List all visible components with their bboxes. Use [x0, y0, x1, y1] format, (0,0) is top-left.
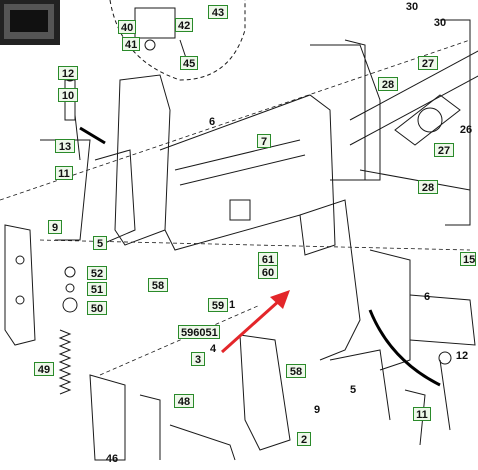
- callout-label: 12: [455, 350, 469, 362]
- callout-label: 46: [105, 453, 119, 465]
- callout-label: 43: [208, 5, 228, 19]
- callout-label: 26: [459, 124, 473, 136]
- callout-label: 12: [58, 66, 78, 80]
- callout-label: 49: [34, 362, 54, 376]
- callout-label: 9: [313, 404, 321, 416]
- red-arrow: [220, 290, 290, 354]
- callout-label: 3: [191, 352, 205, 366]
- callout-label: 6: [208, 116, 216, 128]
- spring: [58, 329, 72, 395]
- callout-label: 30: [405, 1, 419, 13]
- callout-label: 28: [378, 77, 398, 91]
- callout-label: 48: [174, 394, 194, 408]
- callout-label: 60: [258, 265, 278, 279]
- callout-label: 13: [55, 139, 75, 153]
- callout-label: 58: [286, 364, 306, 378]
- main-frame: [40, 19, 478, 421]
- callout-label: 1: [228, 299, 236, 311]
- callout-label: 9: [48, 220, 62, 234]
- callout-label: 61: [258, 252, 278, 266]
- black-stroke: [79, 126, 106, 145]
- callout-label: 52: [87, 266, 107, 280]
- callout-label: 28: [418, 180, 438, 194]
- callout-label: 58: [148, 278, 168, 292]
- callout-label: 6: [423, 291, 431, 303]
- callout-label: 7: [257, 134, 271, 148]
- bottom-plates: [89, 334, 452, 461]
- callout-label: 27: [418, 56, 438, 70]
- callout-label: 15: [460, 252, 476, 266]
- leader-lines: [0, 39, 471, 376]
- black-curve: [368, 309, 441, 387]
- callout-label: 10: [58, 88, 78, 102]
- callout-label: 59: [208, 298, 228, 312]
- callout-label: 45: [180, 56, 198, 70]
- callout-label: 41: [122, 37, 140, 51]
- callout-label: 30: [433, 17, 447, 29]
- callout-label: 11: [55, 166, 73, 180]
- callout-label: 51: [87, 282, 107, 296]
- callout-label: 596051: [178, 325, 220, 339]
- callout-label: 2: [297, 432, 311, 446]
- callout-label: 11: [413, 407, 431, 421]
- callout-label: 5: [93, 236, 107, 250]
- callout-label: 40: [118, 20, 136, 34]
- callout-label: 42: [175, 18, 193, 32]
- tractor-fragment: [0, 0, 60, 45]
- callout-label: 27: [434, 143, 454, 157]
- stack-parts: [62, 70, 81, 313]
- left-plate: [4, 224, 36, 346]
- callout-label: 50: [87, 301, 107, 315]
- callout-label: 4: [209, 343, 217, 355]
- callout-label: 5: [349, 384, 357, 396]
